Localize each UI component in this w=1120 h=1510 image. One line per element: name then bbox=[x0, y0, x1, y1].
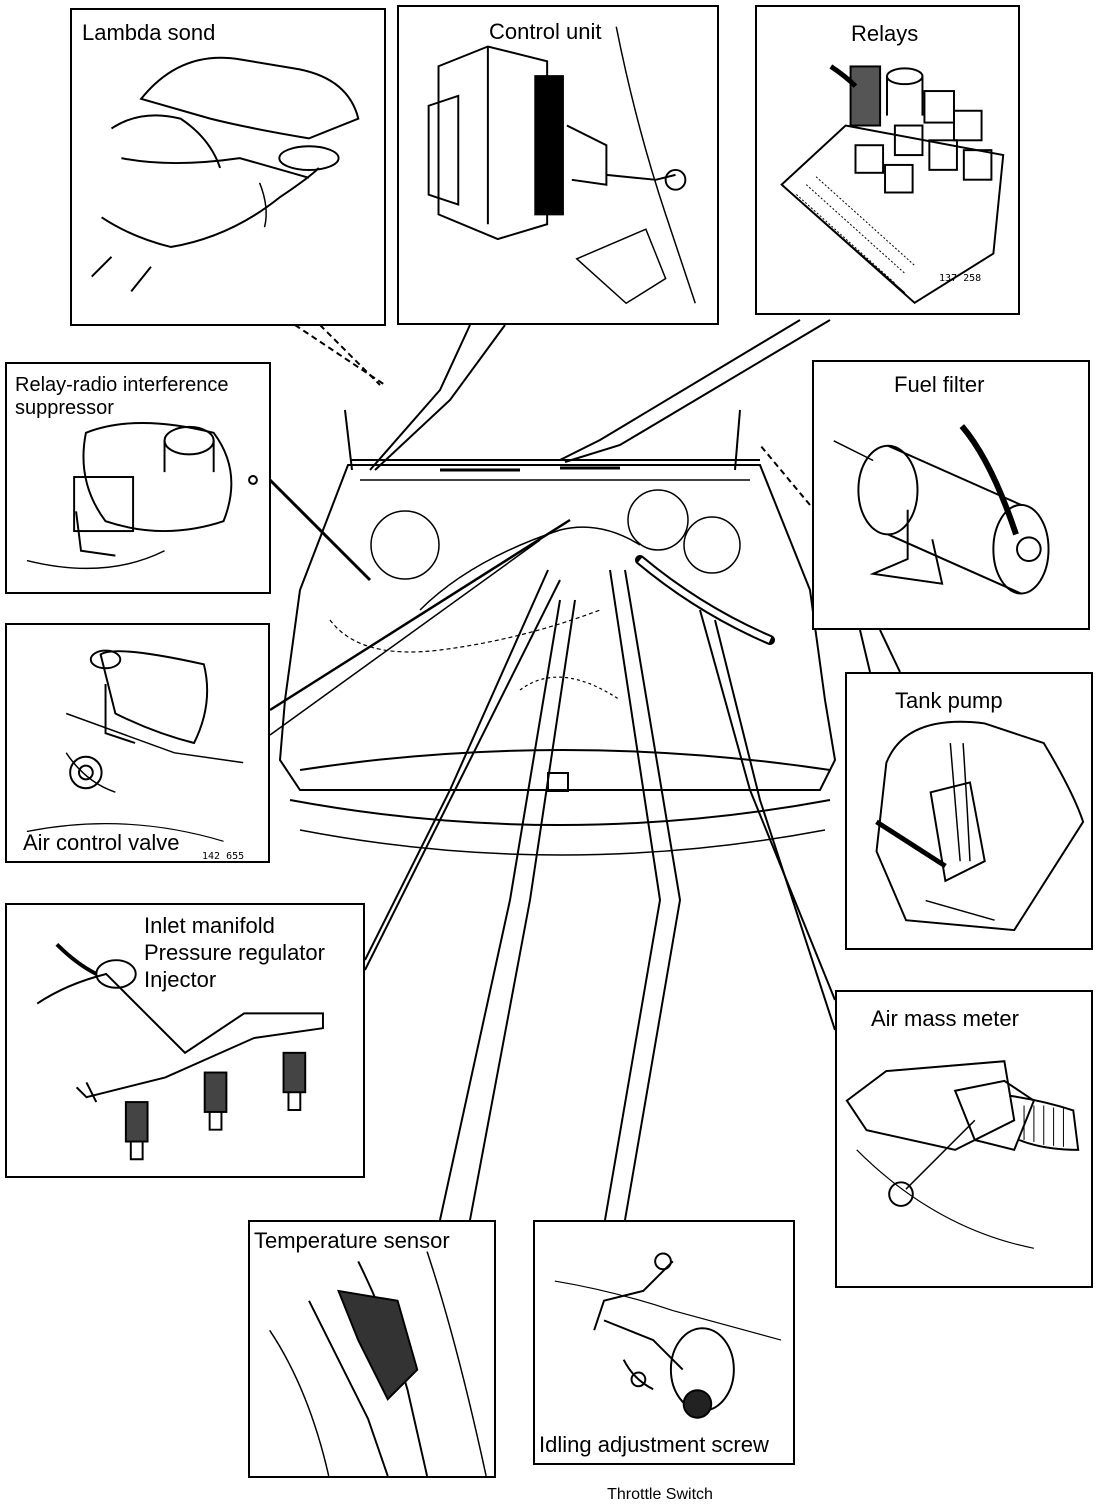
air-control-valve-label: Air control valve bbox=[23, 830, 180, 855]
lambda-sond-drawing bbox=[91, 56, 360, 293]
relays-label: Relays bbox=[851, 21, 919, 46]
figure-caption: Throttle Switch bbox=[607, 1486, 713, 1503]
relay-radio-label-line1: Relay-radio interference bbox=[15, 374, 229, 396]
inlet-manifold-drawing bbox=[36, 943, 324, 1161]
fuel-filter-label: Fuel filter bbox=[894, 372, 985, 397]
tank-pump-panel: Tank pump bbox=[845, 672, 1093, 950]
control-unit-panel: Control unit bbox=[397, 5, 719, 325]
temperature-sensor-drawing bbox=[269, 1251, 487, 1476]
idling-screw-drawing bbox=[554, 1252, 782, 1419]
control-unit-drawing bbox=[427, 26, 696, 305]
relay-radio-drawing bbox=[26, 421, 258, 570]
relays-panel: Relays 137 258 bbox=[755, 5, 1020, 315]
lambda-sond-panel: Lambda sond bbox=[70, 8, 386, 326]
temperature-sensor-panel: Temperature sensor bbox=[248, 1220, 496, 1478]
idling-screw-panel: Idling adjustment screw bbox=[533, 1220, 795, 1465]
relays-code: 137 258 bbox=[939, 273, 982, 284]
fuel-filter-drawing bbox=[833, 424, 1050, 595]
relay-radio-label-line2: suppressor bbox=[15, 397, 114, 419]
control-unit-label: Control unit bbox=[489, 19, 602, 44]
inlet-manifold-label: Inlet manifold bbox=[144, 913, 275, 938]
lambda-sond-label: Lambda sond bbox=[82, 20, 216, 45]
air-control-valve-panel: Air control valve 142 655 bbox=[5, 623, 270, 863]
tank-pump-drawing bbox=[875, 720, 1085, 932]
relays-drawing bbox=[780, 64, 1005, 305]
air-mass-meter-panel: Air mass meter bbox=[835, 990, 1093, 1288]
pressure-regulator-label: Pressure regulator bbox=[144, 940, 325, 965]
air-control-valve-code: 142 655 bbox=[202, 851, 245, 862]
idling-screw-label: Idling adjustment screw bbox=[539, 1432, 769, 1457]
temperature-sensor-label: Temperature sensor bbox=[254, 1228, 450, 1253]
relay-radio-panel: Relay-radio interference suppressor bbox=[5, 362, 271, 594]
fuel-filter-panel: Fuel filter bbox=[812, 360, 1090, 630]
tank-pump-label: Tank pump bbox=[895, 688, 1003, 713]
air-mass-meter-drawing bbox=[845, 1060, 1080, 1249]
air-control-valve-drawing bbox=[26, 649, 244, 842]
injector-label: Injector bbox=[144, 967, 217, 992]
air-mass-meter-label: Air mass meter bbox=[871, 1006, 1019, 1031]
inlet-manifold-panel: Inlet manifold Pressure regulator Inject… bbox=[5, 903, 365, 1178]
